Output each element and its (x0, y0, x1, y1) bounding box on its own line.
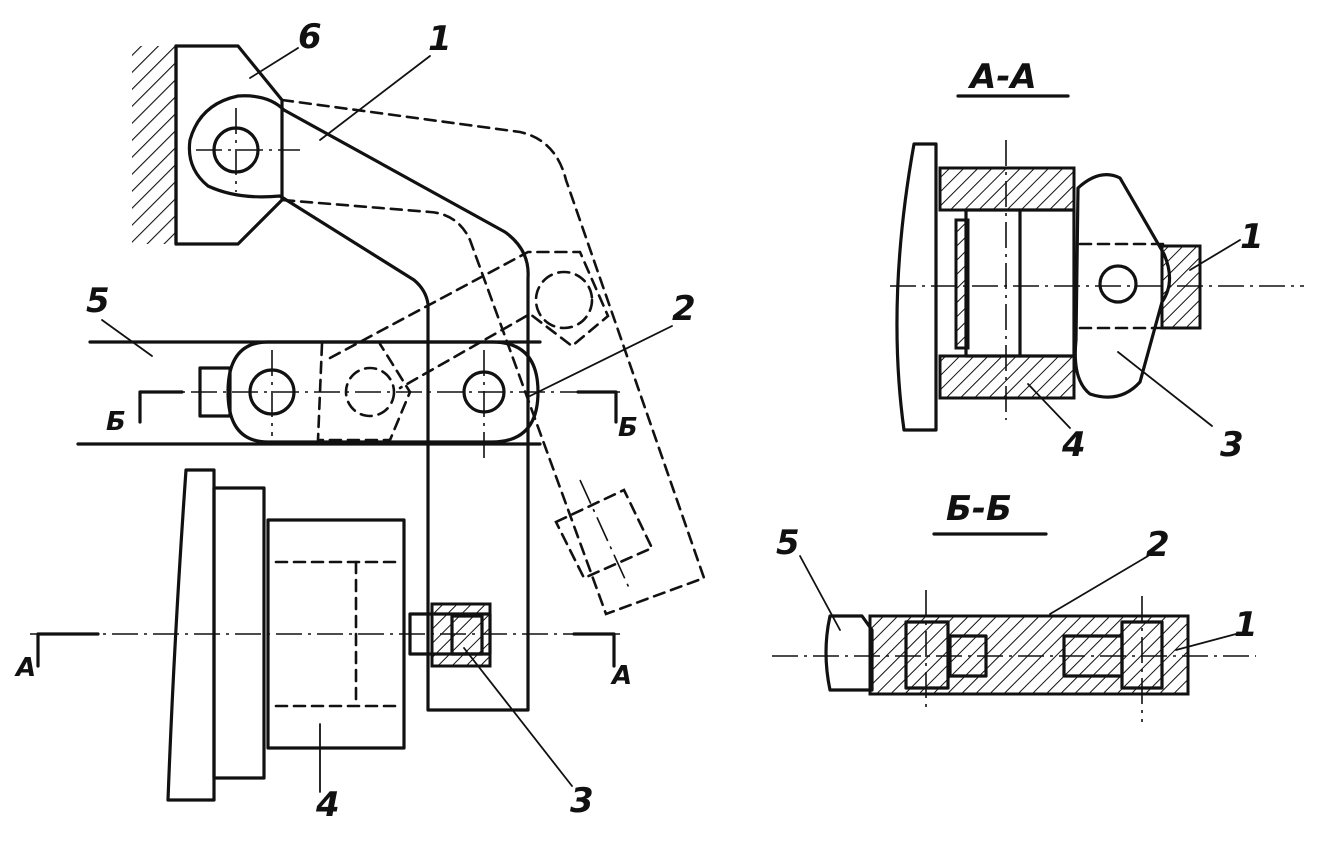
section-aa-drum-bottom-wall (938, 354, 1076, 400)
section-aa-leader-3 (1117, 351, 1213, 427)
callout-2: 2 (672, 289, 696, 329)
section-a-mark-right (572, 632, 616, 668)
section-bb-callout-2: 2 (1146, 525, 1170, 565)
section-bb-leader-1 (1175, 633, 1237, 651)
callout-6: 6 (298, 17, 322, 57)
leader-6 (249, 47, 299, 79)
leader-1 (319, 55, 431, 141)
leader-2 (529, 325, 673, 397)
section-a-mark-right-label: А (610, 661, 632, 691)
section-b-mark-right (576, 390, 618, 424)
callout-1: 1 (428, 19, 452, 59)
bracket-6 (174, 44, 284, 246)
leader-3 (463, 647, 573, 787)
section-aa-axle-1 (1160, 244, 1202, 330)
callout-5: 5 (86, 281, 110, 321)
section-aa-flange (895, 142, 938, 432)
section-aa-leader-4 (1027, 383, 1071, 429)
callout-4: 4 (315, 785, 340, 825)
roller-3-alt-axis (579, 479, 631, 591)
section-bb-pin-left (904, 620, 950, 690)
lever-1-alt-position (280, 98, 706, 616)
section-aa-callout-1: 1 (1240, 217, 1264, 257)
section-b-mark-right-label: Б (618, 413, 638, 443)
section-aa-title: А-А (967, 57, 1037, 97)
link-2 (226, 340, 540, 444)
section-aa: А-А 1 3 4 (890, 57, 1304, 465)
section-bb-callout-5: 5 (776, 523, 800, 563)
section-a-mark-left (36, 632, 100, 668)
roller-3-alt (554, 488, 654, 580)
section-bb-title: Б-Б (946, 489, 1012, 529)
leader-5 (101, 319, 153, 357)
drum-4-hub (212, 486, 266, 780)
section-bb-link-2 (868, 614, 1190, 696)
section-aa-lever-3 (1073, 173, 1172, 399)
link-2-alt-outline (316, 342, 412, 442)
section-aa-callout-3: 3 (1220, 425, 1244, 465)
section-b-mark-left-label: Б (106, 407, 126, 437)
section-a-mark-left-label: А (14, 653, 36, 683)
section-aa-leader-1 (1189, 239, 1241, 271)
lever-1 (187, 94, 530, 712)
section-bb-rail-5 (824, 614, 874, 692)
wall-hatching (132, 46, 176, 244)
section-bb-leader-2 (1049, 555, 1149, 615)
section-bb-slot-left (948, 634, 988, 678)
roller-3-axle (430, 602, 492, 668)
section-bb-leader-5 (799, 555, 841, 631)
section-bb-slot-right (1062, 634, 1124, 678)
section-aa-drum-liner (954, 218, 970, 350)
section-bb-callout-1: 1 (1234, 605, 1258, 645)
lever-1-alt-hole (534, 270, 594, 330)
drum-4-flange (166, 468, 216, 802)
roller-3-inner (450, 614, 484, 656)
section-aa-lever-3-hole (1098, 264, 1138, 304)
section-aa-drum-top-wall (938, 166, 1076, 212)
main-view: Б Б А А 6 1 5 2 4 3 (14, 17, 706, 825)
section-b-mark-left (138, 390, 184, 424)
section-aa-callout-4: 4 (1061, 425, 1086, 465)
lever-1-alt-arm (328, 250, 610, 390)
callout-3: 3 (570, 781, 594, 821)
section-bb: Б-Б 5 2 1 (772, 489, 1258, 722)
